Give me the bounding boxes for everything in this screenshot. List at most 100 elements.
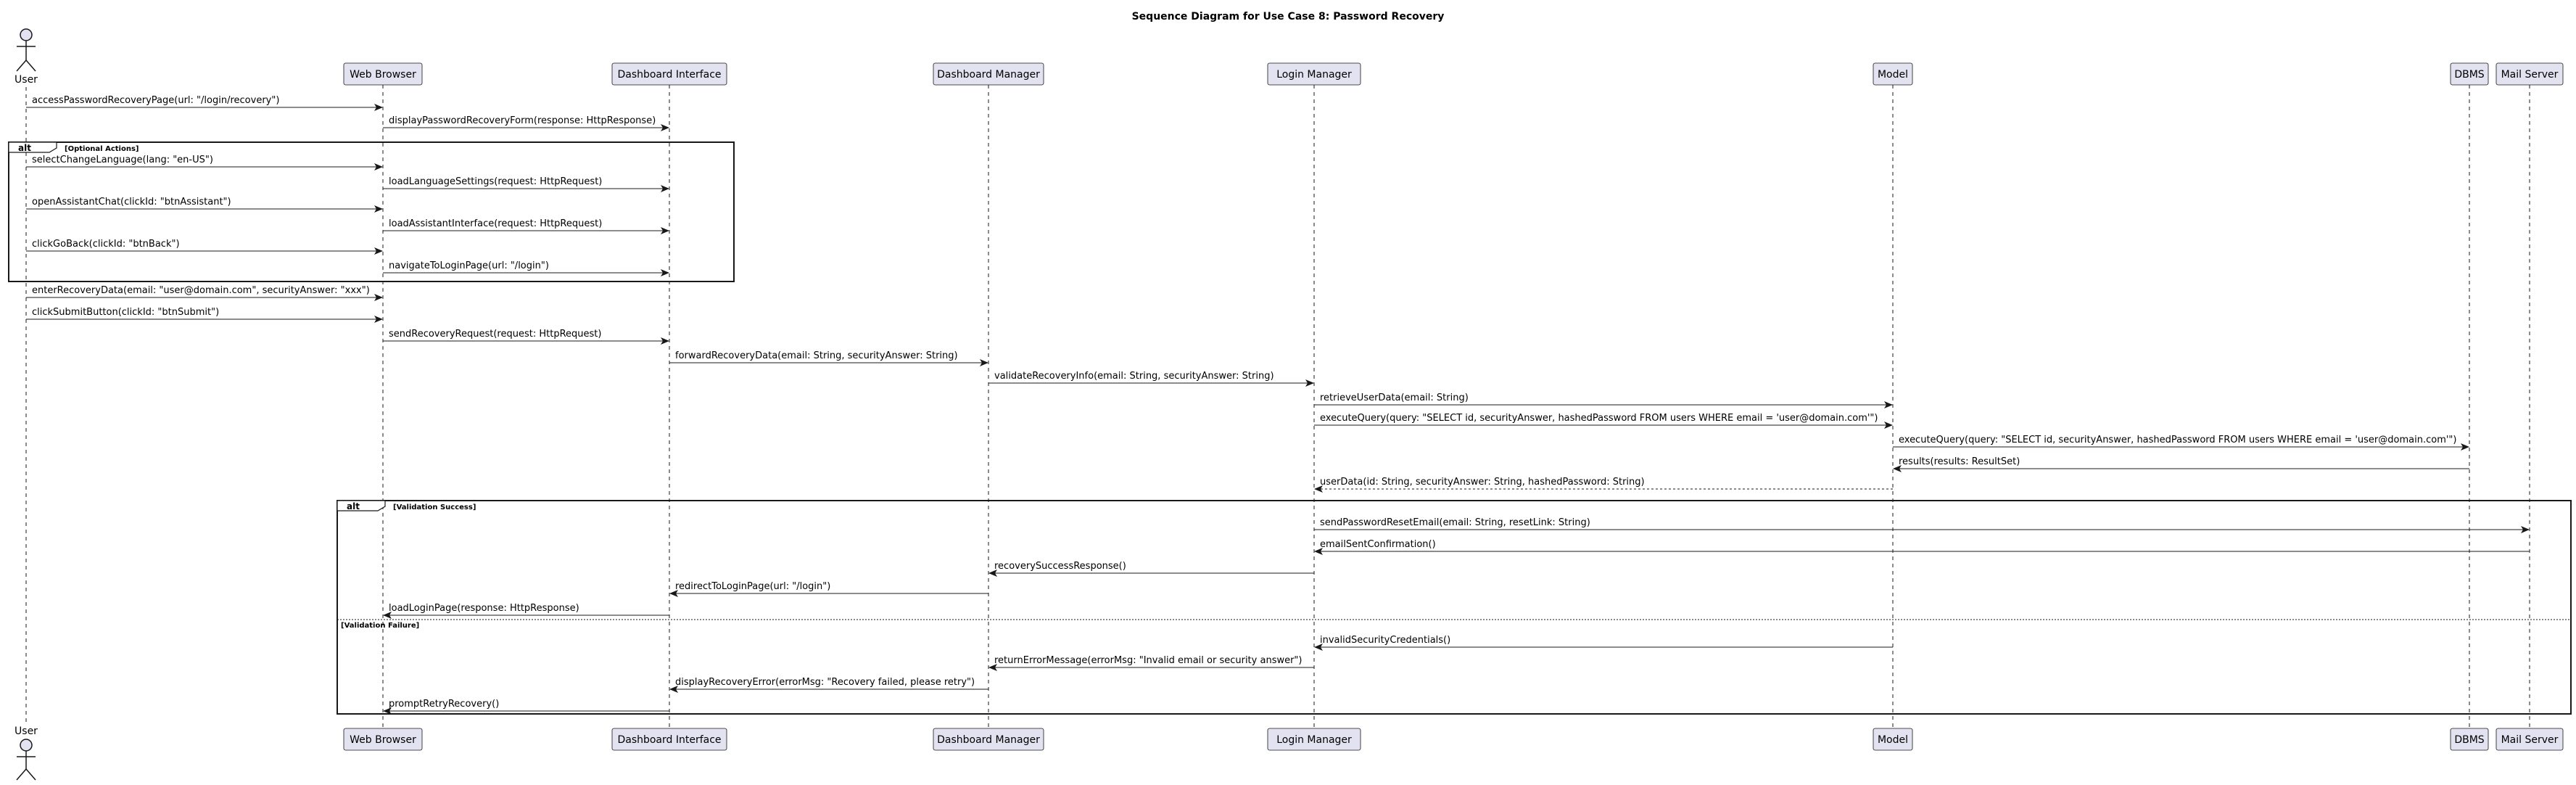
message-label: emailSentConfirmation() [1320,539,1436,550]
message-arrow: sendRecoveryRequest(request: HttpRequest… [383,329,669,345]
message-arrow: enterRecoveryData(email: "user@domain.co… [26,285,383,301]
participant-dbms-bottom: DBMS [2450,728,2489,751]
participant-box [611,62,727,86]
message-label: retrieveUserData(email: String) [1320,392,1469,403]
message-arrow: selectChangeLanguage(lang: "en-US") [26,155,383,170]
participant-box [933,62,1044,86]
message-arrow: openAssistantChat(clickId: "btnAssistant… [26,197,383,213]
message-arrow: loadLanguageSettings(request: HttpReques… [383,176,669,192]
message-arrow: validateRecoveryInfo(email: String, secu… [988,371,1314,387]
message-arrow: invalidSecurityCredentials() [1314,635,1893,651]
message-arrow: clickGoBack(clickId: "btnBack") [26,239,383,255]
lifelines [25,85,2530,728]
participant-model-bottom: Model [1873,728,1913,751]
participant-label: Mail Server [2501,69,2559,81]
message-arrow: executeQuery(query: "SELECT id, security… [1893,435,2469,451]
actor-label: User [15,726,38,737]
fragments: alt [Optional Actions] alt [Validation S… [8,141,2572,715]
message-label: executeQuery(query: "SELECT id, security… [1899,435,2457,445]
participant-label: Dashboard Manager [937,734,1040,746]
message-label: openAssistantChat(clickId: "btnAssistant… [32,197,231,207]
participant-label: Model [1878,69,1908,81]
participant-dbms-top: DBMS [2450,62,2489,86]
alt-fragment-validation: alt [Validation Success] [Validation Fai… [337,500,2572,715]
stick-figure-icon [16,28,36,72]
actor-user-bottom: User [15,726,38,781]
message-label: sendRecoveryRequest(request: HttpRequest… [389,329,601,340]
participant-label: Mail Server [2501,734,2559,746]
participant-label: Login Manager [1276,734,1352,746]
participant-box [2450,62,2489,86]
stick-figure-icon [16,739,36,781]
participant-browser-bottom: Web Browser [343,728,423,751]
participant-label: DBMS [2454,69,2484,81]
message-label: userData(id: String, securityAnswer: Str… [1320,477,1645,488]
message-arrow: displayPasswordRecoveryForm(response: Ht… [383,115,669,131]
participant-box [2450,728,2489,751]
message-label: sendPasswordResetEmail(email: String, re… [1320,517,1590,528]
message-arrow: retrieveUserData(email: String) [1314,392,1893,408]
participant-dashboard-bottom: Dashboard Interface [611,728,727,751]
message-arrow: recoverySuccessResponse() [988,561,1314,577]
message-label: returnErrorMessage(errorMsg: "Invalid em… [994,655,1303,666]
participant-label: Web Browser [350,734,416,746]
message-label: forwardRecoveryData(email: String, secur… [675,350,958,361]
participant-mail-bottom: Mail Server [2496,728,2564,751]
message-label: enterRecoveryData(email: "user@domain.co… [32,285,370,296]
message-label: results(results: ResultSet) [1899,456,2020,467]
participant-box [611,728,727,751]
message-label: validateRecoveryInfo(email: String, secu… [994,371,1274,382]
fragment-guard: [Validation Success] [393,504,476,511]
message-arrow: forwardRecoveryData(email: String, secur… [669,350,988,366]
message-arrow: sendPasswordResetEmail(email: String, re… [1314,517,2530,533]
message-label: invalidSecurityCredentials() [1320,635,1450,646]
message-label: selectChangeLanguage(lang: "en-US") [32,155,213,165]
message-label: recoverySuccessResponse() [994,561,1126,572]
message-arrow: displayRecoveryError(errorMsg: "Recovery… [669,677,988,693]
message-arrow: loadAssistantInterface(request: HttpRequ… [383,218,669,234]
participant-mail-top: Mail Server [2496,62,2564,86]
participant-label: Login Manager [1276,69,1352,81]
message-arrow: navigateToLoginPage(url: "/login") [383,260,669,276]
message-label: promptRetryRecovery() [389,699,499,710]
message-label: loadLoginPage(response: HttpResponse) [389,603,579,614]
participant-box [2496,62,2564,86]
participant-box [933,728,1044,751]
fragment-else-guard: [Validation Failure] [341,622,419,630]
message-label: loadAssistantInterface(request: HttpRequ… [389,218,602,229]
message-arrow: returnErrorMessage(errorMsg: "Invalid em… [988,655,1314,671]
message-label: displayRecoveryError(errorMsg: "Recovery… [675,677,975,688]
participant-label: Dashboard Manager [937,69,1040,81]
participants-top: Web Browser Dashboard Interface Dashboard … [343,62,2564,86]
fragment-guard: [Optional Actions] [65,145,139,153]
diagram-title: Sequence Diagram for Use Case 8: Passwor… [1132,11,1445,22]
participant-dmanager-top: Dashboard Manager [933,62,1044,86]
message-arrow: userData(id: String, securityAnswer: Str… [1314,477,1893,493]
participant-box [1267,62,1361,86]
participant-model-top: Model [1873,62,1913,86]
message-label: navigateToLoginPage(url: "/login") [389,260,549,271]
participants-bottom: Web Browser Dashboard Interface Dashboard … [343,728,2564,751]
actor-label: User [15,74,38,86]
messages: accessPasswordRecoveryPage(url: "/login/… [26,95,2530,715]
message-label: redirectToLoginPage(url: "/login") [675,581,830,592]
message-label: loadLanguageSettings(request: HttpReques… [389,176,602,187]
message-arrow: loadLoginPage(response: HttpResponse) [383,603,669,619]
participant-browser-top: Web Browser [343,62,423,86]
participant-login-bottom: Login Manager [1267,728,1361,751]
participant-box [2496,728,2564,751]
participant-label: Web Browser [350,69,416,81]
participant-label: Dashboard Interface [617,69,721,81]
participant-box [1873,728,1913,751]
participant-box [1873,62,1913,86]
message-label: executeQuery(query: "SELECT id, security… [1320,413,1878,424]
message-arrow: promptRetryRecovery() [383,699,669,715]
message-arrow: executeQuery(query: "SELECT id, security… [1314,413,1893,429]
message-arrow: redirectToLoginPage(url: "/login") [669,581,988,597]
participant-box [343,62,423,86]
participant-label: Model [1878,734,1908,746]
participant-login-top: Login Manager [1267,62,1361,86]
message-arrow: results(results: ResultSet) [1893,456,2469,472]
fragment-keyword: alt [18,143,31,153]
